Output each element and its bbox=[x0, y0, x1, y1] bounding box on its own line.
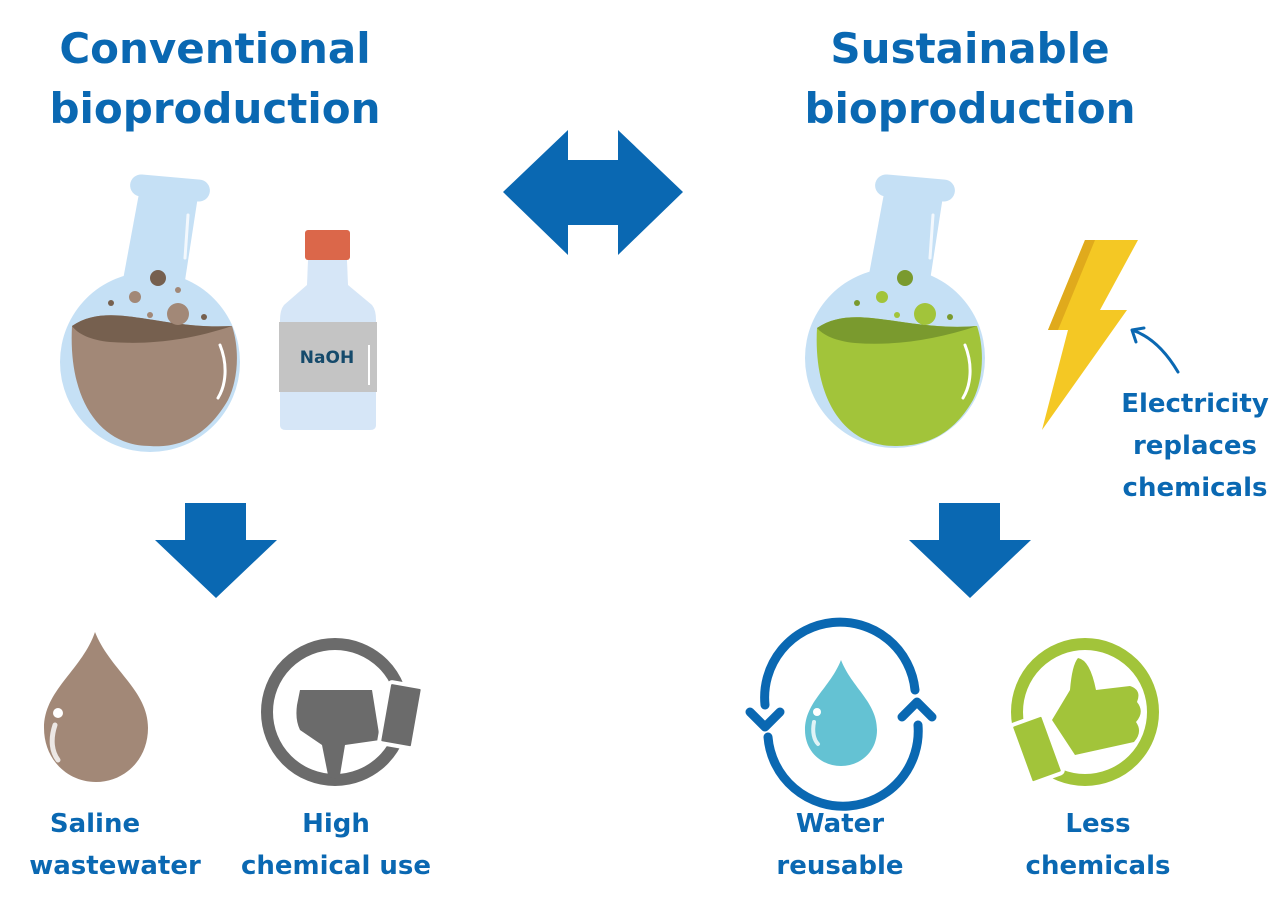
thumbs-down-icon bbox=[261, 638, 425, 786]
double-arrow-icon bbox=[503, 130, 683, 255]
electricity-note-line3: chemicals bbox=[1123, 473, 1268, 503]
lightning-shadow bbox=[1048, 240, 1095, 330]
curved-arrow-icon bbox=[1130, 326, 1180, 374]
thumbs-up-icon bbox=[1009, 638, 1159, 786]
right-down-arrow-icon bbox=[909, 503, 1031, 598]
electricity-note-line1: Electricity bbox=[1121, 389, 1269, 419]
left-down-arrow-icon bbox=[155, 503, 277, 598]
right-title-line1: Sustainable bbox=[830, 24, 1109, 73]
saline-label-line1: Saline bbox=[50, 809, 140, 839]
naoh-label: NaOH bbox=[300, 348, 354, 368]
green-flask-icon bbox=[805, 174, 985, 448]
water-label-line1: Water bbox=[796, 809, 884, 839]
naoh-bottle-icon: NaOH bbox=[279, 230, 377, 430]
high-chem-label-line1: High bbox=[302, 809, 370, 839]
less-chem-label-line1: Less bbox=[1065, 809, 1130, 839]
brown-water-drop-icon bbox=[44, 632, 148, 782]
less-chem-label-line2: chemicals bbox=[1026, 851, 1171, 881]
brown-flask-icon bbox=[60, 174, 240, 452]
left-title-line1: Conventional bbox=[59, 24, 370, 73]
recycle-water-icon bbox=[745, 617, 937, 811]
saline-label-line2: wastewater bbox=[29, 851, 201, 881]
water-label-line2: reusable bbox=[776, 851, 903, 881]
electricity-note-line2: replaces bbox=[1133, 431, 1257, 461]
right-title-line2: bioproduction bbox=[804, 84, 1135, 133]
high-chem-label-line2: chemical use bbox=[241, 851, 431, 881]
left-title-line2: bioproduction bbox=[49, 84, 380, 133]
